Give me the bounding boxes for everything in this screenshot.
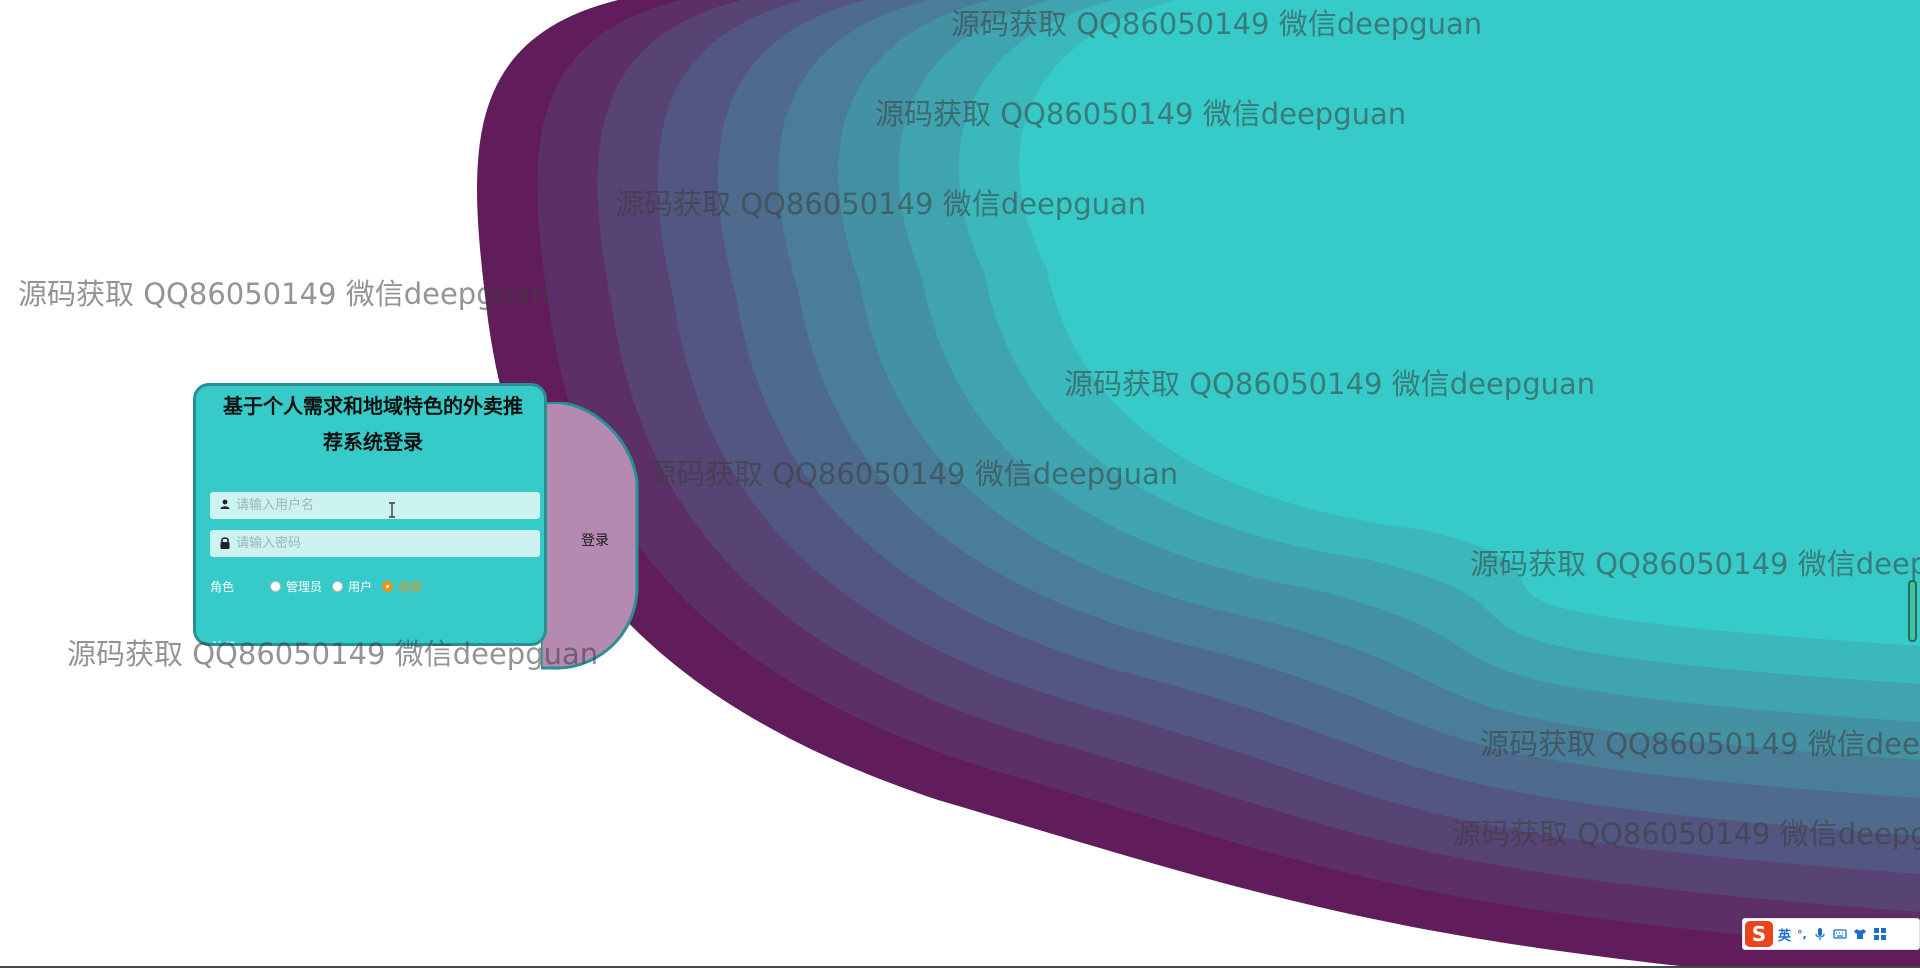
- role-option-label: 商家: [398, 579, 423, 594]
- title-text: 基于个人需求和地域特色的外卖推荐系统登录: [223, 394, 523, 454]
- lock-icon: [220, 537, 230, 549]
- radio-circle[interactable]: [270, 580, 282, 592]
- password-input[interactable]: [236, 530, 536, 557]
- role-radio-admin[interactable]: 管理员: [270, 578, 322, 595]
- role-radio-user[interactable]: 用户: [332, 578, 372, 595]
- role-selector: 角色 管理员 用户 商家: [210, 576, 432, 596]
- page-title: 基于个人需求和地域特色的外卖推荐系统登录: [196, 388, 544, 460]
- role-option-label: 管理员: [286, 579, 323, 594]
- keyboard-icon[interactable]: [1833, 927, 1847, 941]
- taskbar-edge: [0, 966, 1920, 968]
- role-radio-merchant[interactable]: 商家: [382, 578, 422, 595]
- login-button[interactable]: 登录: [539, 401, 641, 670]
- text-cursor-icon: [389, 502, 395, 518]
- wave-layer: [1019, 0, 1920, 646]
- user-icon: [220, 499, 230, 509]
- sogou-logo-icon[interactable]: S: [1745, 921, 1773, 947]
- scrollbar-thumb[interactable]: [1908, 580, 1917, 642]
- password-field[interactable]: [210, 530, 540, 557]
- login-button-label[interactable]: 登录: [581, 533, 609, 549]
- username-input[interactable]: [236, 492, 536, 519]
- register-link[interactable]: 注册: [212, 638, 236, 643]
- username-field[interactable]: [210, 492, 540, 519]
- skin-shirt-icon[interactable]: [1853, 927, 1867, 941]
- ime-language-toggle[interactable]: 英: [1778, 928, 1792, 944]
- role-option-label: 用户: [348, 579, 373, 594]
- grid-menu-icon[interactable]: [1873, 927, 1887, 941]
- login-form: 基于个人需求和地域特色的外卖推荐系统登录 角色 管理员: [193, 383, 547, 646]
- role-label: 角色: [210, 579, 235, 594]
- microphone-icon[interactable]: [1813, 927, 1827, 941]
- radio-circle[interactable]: [332, 580, 344, 592]
- ime-punctuation-toggle[interactable]: °,: [1797, 927, 1807, 941]
- ime-toolbar[interactable]: S 英 °,: [1742, 918, 1920, 950]
- login-button-shape: [539, 401, 639, 670]
- radio-circle[interactable]: [382, 580, 394, 592]
